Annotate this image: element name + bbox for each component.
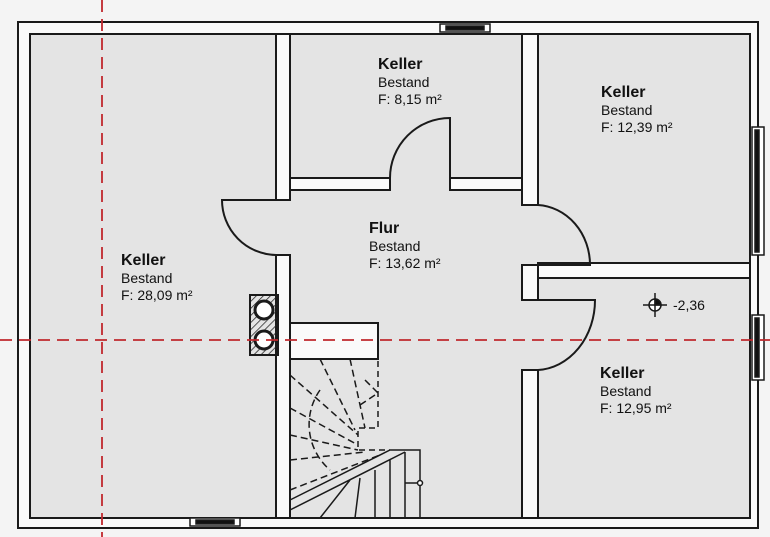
room-area: F: 12,39 m² bbox=[601, 119, 673, 135]
door-keller-right-top bbox=[537, 204, 592, 266]
room-label-keller-left: Keller Bestand F: 28,09 m² bbox=[121, 251, 193, 304]
staircase bbox=[289, 358, 424, 519]
room-label-keller-top: Keller Bestand F: 8,15 m² bbox=[378, 55, 442, 108]
door-keller-left bbox=[220, 199, 277, 256]
wall bbox=[275, 33, 291, 201]
room-area: F: 13,62 m² bbox=[369, 255, 441, 271]
wall bbox=[289, 322, 379, 360]
wall bbox=[521, 33, 539, 206]
room-area: F: 12,95 m² bbox=[600, 400, 672, 416]
wall bbox=[275, 254, 291, 519]
elevation-label: -2,36 bbox=[673, 297, 705, 313]
wall bbox=[449, 177, 523, 191]
door-keller-right-bottom bbox=[537, 299, 597, 371]
doors bbox=[220, 116, 597, 371]
room-status: Bestand bbox=[600, 383, 652, 399]
wall bbox=[537, 262, 751, 279]
room-status: Bestand bbox=[378, 74, 430, 90]
wall bbox=[521, 264, 539, 301]
elevation-marker-icon bbox=[643, 293, 667, 317]
room-label-keller-right-top: Keller Bestand F: 12,39 m² bbox=[601, 83, 673, 136]
room-name: Keller bbox=[378, 56, 423, 73]
room-label-flur: Flur Bestand F: 13,62 m² bbox=[369, 219, 441, 272]
room-area: F: 8,15 m² bbox=[378, 91, 442, 107]
room-status: Bestand bbox=[601, 102, 653, 118]
wall bbox=[289, 177, 391, 191]
room-status: Bestand bbox=[121, 270, 173, 286]
room-name: Keller bbox=[601, 84, 646, 101]
room-name: Flur bbox=[369, 220, 400, 237]
room-status: Bestand bbox=[369, 238, 421, 254]
door-keller-top bbox=[389, 116, 451, 179]
room-label-keller-right-bottom: Keller Bestand F: 12,95 m² bbox=[600, 364, 672, 417]
room-area: F: 28,09 m² bbox=[121, 287, 193, 303]
chimney bbox=[249, 294, 279, 356]
room-name: Keller bbox=[600, 365, 645, 382]
wall bbox=[521, 369, 539, 519]
interior-walls bbox=[275, 33, 751, 519]
room-name: Keller bbox=[121, 252, 166, 269]
windows bbox=[189, 23, 765, 527]
